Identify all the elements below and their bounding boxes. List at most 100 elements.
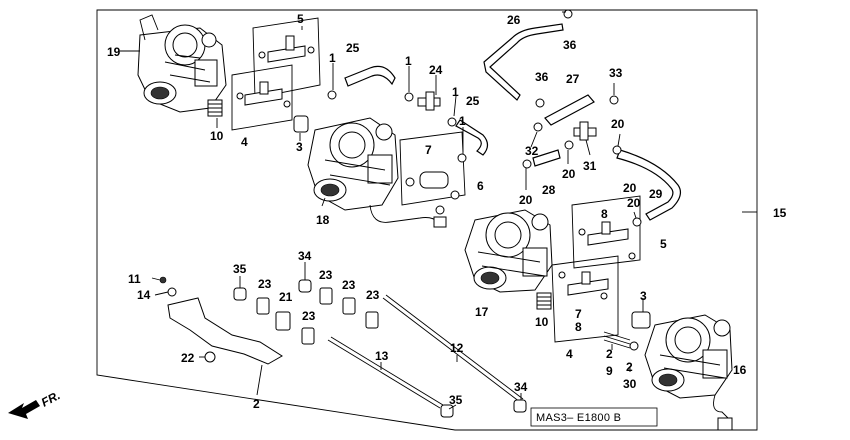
callout-17[interactable]: 17 — [475, 305, 489, 319]
callout-3[interactable]: 3 — [296, 140, 303, 154]
callout-30[interactable]: 30 — [623, 377, 637, 391]
callout-23[interactable]: 23 — [366, 288, 380, 302]
joint-kit-box-5-right — [571, 195, 641, 269]
callout-5[interactable]: 5 — [297, 12, 304, 26]
tube-29[interactable] — [616, 149, 682, 221]
carburetor-19[interactable] — [137, 14, 227, 113]
callout-25[interactable]: 25 — [346, 41, 360, 55]
callout-12[interactable]: 12 — [450, 341, 464, 355]
spring-10-bottom[interactable] — [536, 292, 552, 310]
carburetor-17[interactable] — [464, 209, 553, 293]
callout-2[interactable]: 2 — [606, 347, 613, 361]
washer-22[interactable] — [204, 351, 216, 363]
callout-labels: 19 5 25 1 1 24 26 36 36 27 33 1 25 10 4 … — [107, 12, 787, 411]
callout-1[interactable]: 1 — [459, 114, 466, 128]
carburetor-18[interactable] — [307, 117, 447, 228]
callout-24[interactable]: 24 — [429, 63, 443, 77]
callout-10[interactable]: 10 — [535, 315, 549, 329]
tube-26[interactable] — [483, 23, 564, 101]
callout-7[interactable]: 7 — [575, 307, 582, 321]
callout-1[interactable]: 1 — [452, 85, 459, 99]
tee-fitting-24[interactable] — [417, 91, 441, 111]
joint-kit-box-5-top — [252, 17, 321, 99]
callout-11[interactable]: 11 — [128, 272, 141, 286]
collar-23-d[interactable] — [365, 311, 379, 329]
callout-22[interactable]: 22 — [181, 351, 195, 365]
callout-20[interactable]: 20 — [623, 181, 637, 195]
collar-3-top[interactable] — [293, 115, 309, 133]
callout-25[interactable]: 25 — [466, 94, 480, 108]
hose-28[interactable] — [532, 149, 561, 167]
callout-23[interactable]: 23 — [258, 277, 272, 291]
callout-36[interactable]: 36 — [563, 38, 577, 52]
callout-20[interactable]: 20 — [627, 196, 641, 210]
diagram-boundary — [96, 9, 758, 431]
callout-20[interactable]: 20 — [562, 167, 576, 181]
collar-23-e[interactable] — [301, 327, 315, 345]
cap-34-top[interactable] — [298, 279, 312, 293]
callout-4[interactable]: 4 — [566, 347, 573, 361]
direction-label: FR. — [39, 388, 63, 409]
callout-32[interactable]: 32 — [525, 144, 539, 158]
hose-25-top[interactable] — [344, 65, 396, 87]
callout-20[interactable]: 20 — [611, 117, 625, 131]
callout-3[interactable]: 3 — [640, 289, 647, 303]
hose-clamps — [327, 9, 642, 227]
washer-30[interactable] — [629, 341, 639, 351]
callout-23[interactable]: 23 — [342, 278, 356, 292]
callout-23[interactable]: 23 — [302, 309, 316, 323]
shaft-12[interactable] — [382, 297, 521, 403]
callout-33[interactable]: 33 — [609, 66, 623, 80]
callout-4[interactable]: 4 — [241, 135, 248, 149]
callout-1[interactable]: 1 — [329, 51, 336, 65]
hose-25-middle[interactable] — [455, 119, 489, 156]
spring-2-left[interactable] — [603, 331, 631, 349]
washer-14[interactable] — [167, 287, 177, 297]
callout-21[interactable]: 21 — [279, 290, 293, 304]
callout-5[interactable]: 5 — [660, 237, 667, 251]
callout-18[interactable]: 18 — [316, 213, 330, 227]
callout-10[interactable]: 10 — [210, 129, 224, 143]
spring-10-top[interactable] — [207, 99, 223, 117]
callout-15[interactable]: 15 — [773, 206, 787, 220]
callout-28[interactable]: 28 — [542, 183, 556, 197]
collar-21[interactable] — [275, 311, 291, 331]
callout-19[interactable]: 19 — [107, 45, 121, 59]
carburetor-16[interactable] — [644, 314, 733, 431]
stay-2[interactable] — [167, 297, 283, 365]
screw-11[interactable] — [159, 276, 167, 284]
callout-6[interactable]: 6 — [477, 179, 484, 193]
callout-14[interactable]: 14 — [137, 288, 151, 302]
cap-34-bottom[interactable] — [513, 399, 527, 413]
callout-13[interactable]: 13 — [375, 349, 389, 363]
callout-2[interactable]: 2 — [626, 360, 633, 374]
callout-29[interactable]: 29 — [649, 187, 663, 201]
callout-35[interactable]: 35 — [233, 262, 247, 276]
callout-8[interactable]: 8 — [575, 320, 582, 334]
callout-9[interactable]: 9 — [606, 364, 613, 378]
figure-code: MAS3– E1800 B — [536, 412, 621, 424]
callout-23[interactable]: 23 — [319, 268, 333, 282]
callout-27[interactable]: 27 — [566, 72, 580, 86]
callout-7[interactable]: 7 — [425, 143, 432, 157]
callout-36[interactable]: 36 — [535, 70, 549, 84]
callout-26[interactable]: 26 — [507, 13, 521, 27]
callout-35[interactable]: 35 — [449, 393, 463, 407]
collar-23-b[interactable] — [319, 287, 333, 305]
callout-20[interactable]: 20 — [519, 193, 533, 207]
callout-1[interactable]: 1 — [405, 54, 412, 68]
callout-34[interactable]: 34 — [298, 249, 312, 263]
callout-34[interactable]: 34 — [514, 380, 528, 394]
callout-2[interactable]: 2 — [253, 397, 260, 411]
tee-fitting-31[interactable] — [573, 121, 597, 141]
collar-23-a[interactable] — [256, 297, 270, 315]
callout-8[interactable]: 8 — [601, 207, 608, 221]
collar-23-c[interactable] — [342, 297, 356, 315]
collar-3-bottom[interactable] — [631, 311, 651, 329]
hose-27[interactable] — [544, 94, 595, 126]
shaft-13[interactable] — [327, 339, 441, 409]
callout-31[interactable]: 31 — [583, 159, 597, 173]
callout-16[interactable]: 16 — [733, 363, 747, 377]
cap-35-top[interactable] — [233, 287, 247, 301]
